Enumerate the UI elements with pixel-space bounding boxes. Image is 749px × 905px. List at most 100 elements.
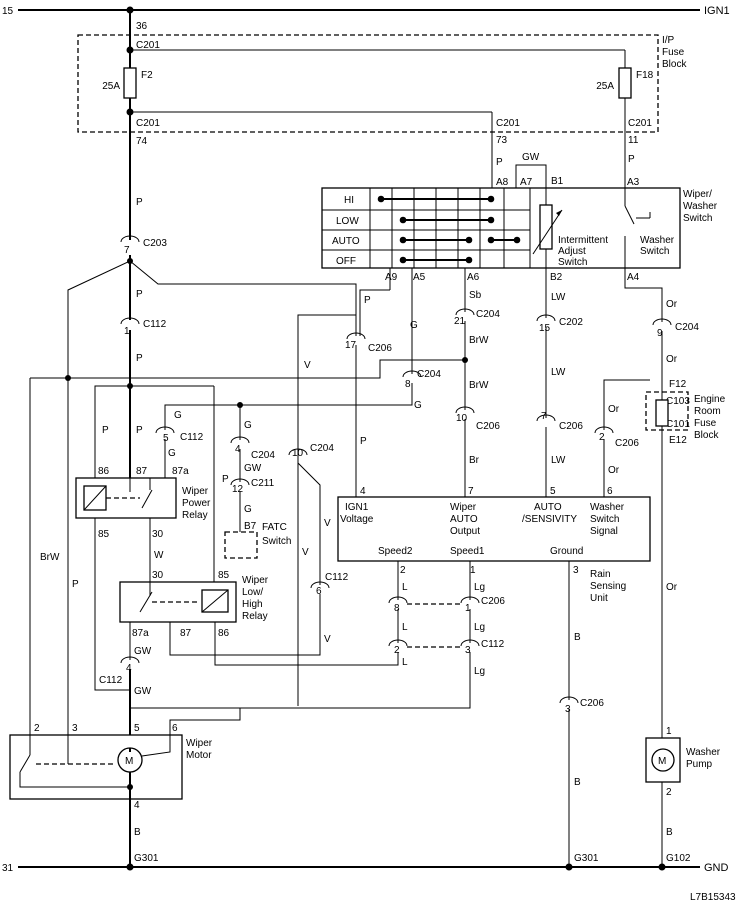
unit-pin-label: Wiper xyxy=(450,502,477,513)
pump-symbol: M xyxy=(658,756,666,767)
wire-color: LW xyxy=(551,455,566,466)
connector-c112 xyxy=(120,656,140,664)
wire-color: Or xyxy=(666,354,678,365)
connector-c204 xyxy=(288,448,308,456)
connector-pin: 4 xyxy=(235,444,241,455)
connector-pin: 9 xyxy=(657,328,663,339)
connector-pin: 1 xyxy=(124,326,130,337)
fuse-label: E12 xyxy=(669,435,687,446)
connector-pin: 7 xyxy=(124,245,130,256)
wire-color: Lg xyxy=(474,582,485,593)
pump-pin: 1 xyxy=(666,726,672,737)
ground-label: G102 xyxy=(666,853,691,864)
connector-label: C206 xyxy=(476,421,500,432)
pump-label: Pump xyxy=(686,759,713,770)
engine-block-label: Engine xyxy=(694,394,726,405)
switch-position-auto: AUTO xyxy=(332,236,360,247)
wire-color: P xyxy=(102,425,109,436)
connector-c112 xyxy=(310,581,330,589)
connector-c112 xyxy=(120,317,140,325)
washer-pump: M 1 2 Washer Pump xyxy=(645,726,721,798)
wire-color: W xyxy=(154,550,164,561)
wire-color: GW xyxy=(134,686,152,697)
wire-color: P xyxy=(360,436,367,447)
connector-c206 xyxy=(594,426,614,434)
relay-label: High xyxy=(242,599,263,610)
switch-title: Washer xyxy=(683,201,718,212)
fuse-f2-label: F2 xyxy=(141,70,153,81)
connector-pin: 1 xyxy=(465,603,471,614)
wire-color: P xyxy=(136,197,143,208)
unit-pin: 4 xyxy=(360,486,366,497)
relay-pin: 87a xyxy=(172,466,189,477)
connector-pin: 15 xyxy=(539,323,551,334)
connector-label: C202 xyxy=(559,317,583,328)
connector-label: C206 xyxy=(481,596,505,607)
unit-pin: 7 xyxy=(468,486,474,497)
connector-c206 xyxy=(388,596,408,604)
connector-c204 xyxy=(455,308,475,316)
connector-pin: 12 xyxy=(232,484,244,495)
switch-pin: A8 xyxy=(496,177,509,188)
wire-color: Sb xyxy=(469,290,482,301)
connector-pin: 2 xyxy=(394,645,400,656)
ground-label: G301 xyxy=(134,853,159,864)
unit-pin: 1 xyxy=(470,565,476,576)
wire-color: G xyxy=(174,410,182,421)
washer-switch-label: Washer xyxy=(640,235,675,246)
unit-pin-label: Ground xyxy=(550,546,583,557)
connector-c204 xyxy=(230,436,250,444)
intermittent-label: Adjust xyxy=(558,246,586,257)
wire-color: P xyxy=(136,289,143,300)
switch-title: Wiper/ xyxy=(683,189,712,200)
switch-pin: B1 xyxy=(551,176,564,187)
motor-label: Motor xyxy=(186,750,212,761)
relay-pin: 86 xyxy=(218,628,230,639)
washer-switch-label: Switch xyxy=(640,246,669,257)
wire-color: P xyxy=(628,154,635,165)
wiper-motor: M 2 3 5 6 Wiper Motor xyxy=(9,723,213,800)
connector-pin: 8 xyxy=(405,379,411,390)
connector-pin: 3 xyxy=(565,704,571,715)
connector-c206 xyxy=(460,596,480,604)
connector-pin: 74 xyxy=(136,136,148,147)
fuse-f2 xyxy=(123,67,137,99)
wire-color: G xyxy=(244,504,252,515)
connector-label: C103 xyxy=(666,396,690,407)
unit-name: Rain xyxy=(590,569,611,580)
connector-c203 xyxy=(120,235,140,243)
switch-pin: A9 xyxy=(385,272,398,283)
motor-pin: 5 xyxy=(134,723,140,734)
fuse-f2-rating: 25A xyxy=(102,81,120,92)
relay-pin: 30 xyxy=(152,529,164,540)
wire-color: P xyxy=(136,353,143,364)
wire-color: P xyxy=(222,474,229,485)
connector-label: C206 xyxy=(615,438,639,449)
connector-c202 xyxy=(536,314,556,322)
fuse-f18 xyxy=(618,67,632,99)
connector-label: C206 xyxy=(580,698,604,709)
ground-rail: 31 GND xyxy=(2,862,729,874)
connector-label: C112 xyxy=(99,675,123,686)
wire-color: V xyxy=(324,634,331,645)
connector-pin: 36 xyxy=(136,21,148,32)
connector-label: C206 xyxy=(559,421,583,432)
rail-label-gnd: GND xyxy=(704,862,729,874)
wire-color: Or xyxy=(608,465,620,476)
wire-color: LW xyxy=(551,292,566,303)
motor-pin: 4 xyxy=(134,800,140,811)
rail-label-31: 31 xyxy=(2,863,14,874)
relay-label: Relay xyxy=(182,510,208,521)
relay-label: Relay xyxy=(242,611,268,622)
fuse-block-label: Block xyxy=(662,59,687,70)
relay-pin: 30 xyxy=(152,570,164,581)
relay-label: Power xyxy=(182,498,211,509)
connector-label: C201 xyxy=(136,118,160,129)
unit-pin-label: Washer xyxy=(590,502,625,513)
connector-pin: 11 xyxy=(628,135,639,146)
relay-label: Wiper xyxy=(182,486,209,497)
connector-label: C201 xyxy=(628,118,652,129)
rain-sensing-unit: 4 7 5 6 IGN1 Voltage Wiper AUTO Output A… xyxy=(337,486,651,604)
engine-block-label: Fuse xyxy=(694,418,717,429)
unit-pin-label: AUTO xyxy=(534,502,562,513)
